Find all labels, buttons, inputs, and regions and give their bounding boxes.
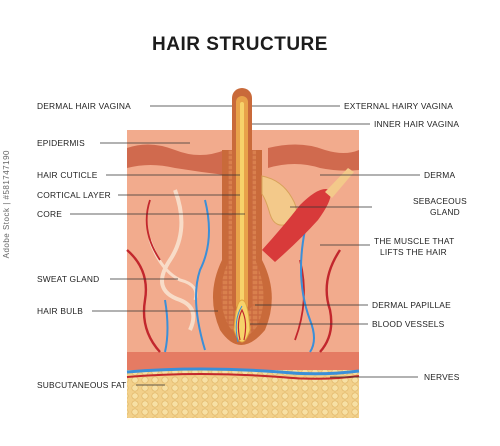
dermis-base-band bbox=[127, 352, 359, 370]
label-blood-vessels: BLOOD VESSELS bbox=[372, 319, 445, 329]
epidermis-layer-right bbox=[268, 144, 359, 171]
watermark-text: Adobe Stock | #581747190 bbox=[2, 150, 11, 259]
label-hair-bulb: HAIR BULB bbox=[37, 306, 84, 316]
label-derma: DERMA bbox=[424, 170, 456, 180]
papilla-vessel-blue bbox=[235, 305, 243, 343]
label-muscle-2: LIFTS THE HAIR bbox=[380, 247, 447, 257]
label-epidermis: EPIDERMIS bbox=[37, 138, 85, 148]
label-subcutaneous-fat: SUBCUTANEOUS FAT bbox=[37, 380, 127, 390]
label-sweat-gland: SWEAT GLAND bbox=[37, 274, 100, 284]
nerve-line-1 bbox=[126, 367, 360, 376]
blood-vessel-right bbox=[319, 249, 341, 353]
label-inner-hair-vagina: INNER HAIR VAGINA bbox=[374, 119, 460, 129]
label-hair-cuticle: HAIR CUTICLE bbox=[37, 170, 98, 180]
hair-shaft-core bbox=[240, 102, 244, 327]
label-sebaceous-2: GLAND bbox=[430, 207, 460, 217]
blood-vessel-left-2 bbox=[145, 199, 161, 261]
label-cortical-layer: CORTICAL LAYER bbox=[37, 190, 111, 200]
label-dermal-papillae: DERMAL PAPILLAE bbox=[372, 300, 451, 310]
dermal-papilla bbox=[233, 299, 251, 343]
nerve-line-2 bbox=[126, 373, 360, 380]
label-external-hairy-vagina: EXTERNAL HAIRY VAGINA bbox=[344, 101, 454, 111]
muscle-tendon bbox=[325, 168, 354, 198]
epidermis-layer bbox=[127, 144, 225, 175]
blood-vessel-left bbox=[126, 249, 161, 353]
label-dermal-hair-vagina: DERMAL HAIR VAGINA bbox=[37, 101, 131, 111]
papilla-vessel-red bbox=[237, 308, 247, 341]
vein-left-2 bbox=[164, 299, 169, 353]
label-nerves: NERVES bbox=[424, 372, 460, 382]
vein-left bbox=[195, 199, 210, 351]
vein-right bbox=[300, 229, 315, 353]
label-core: CORE bbox=[37, 209, 62, 219]
label-muscle-1: THE MUSCLE THAT bbox=[374, 236, 455, 246]
label-sebaceous-1: SEBACEOUS bbox=[413, 196, 467, 206]
diagram-title: HAIR STRUCTURE bbox=[152, 34, 328, 55]
